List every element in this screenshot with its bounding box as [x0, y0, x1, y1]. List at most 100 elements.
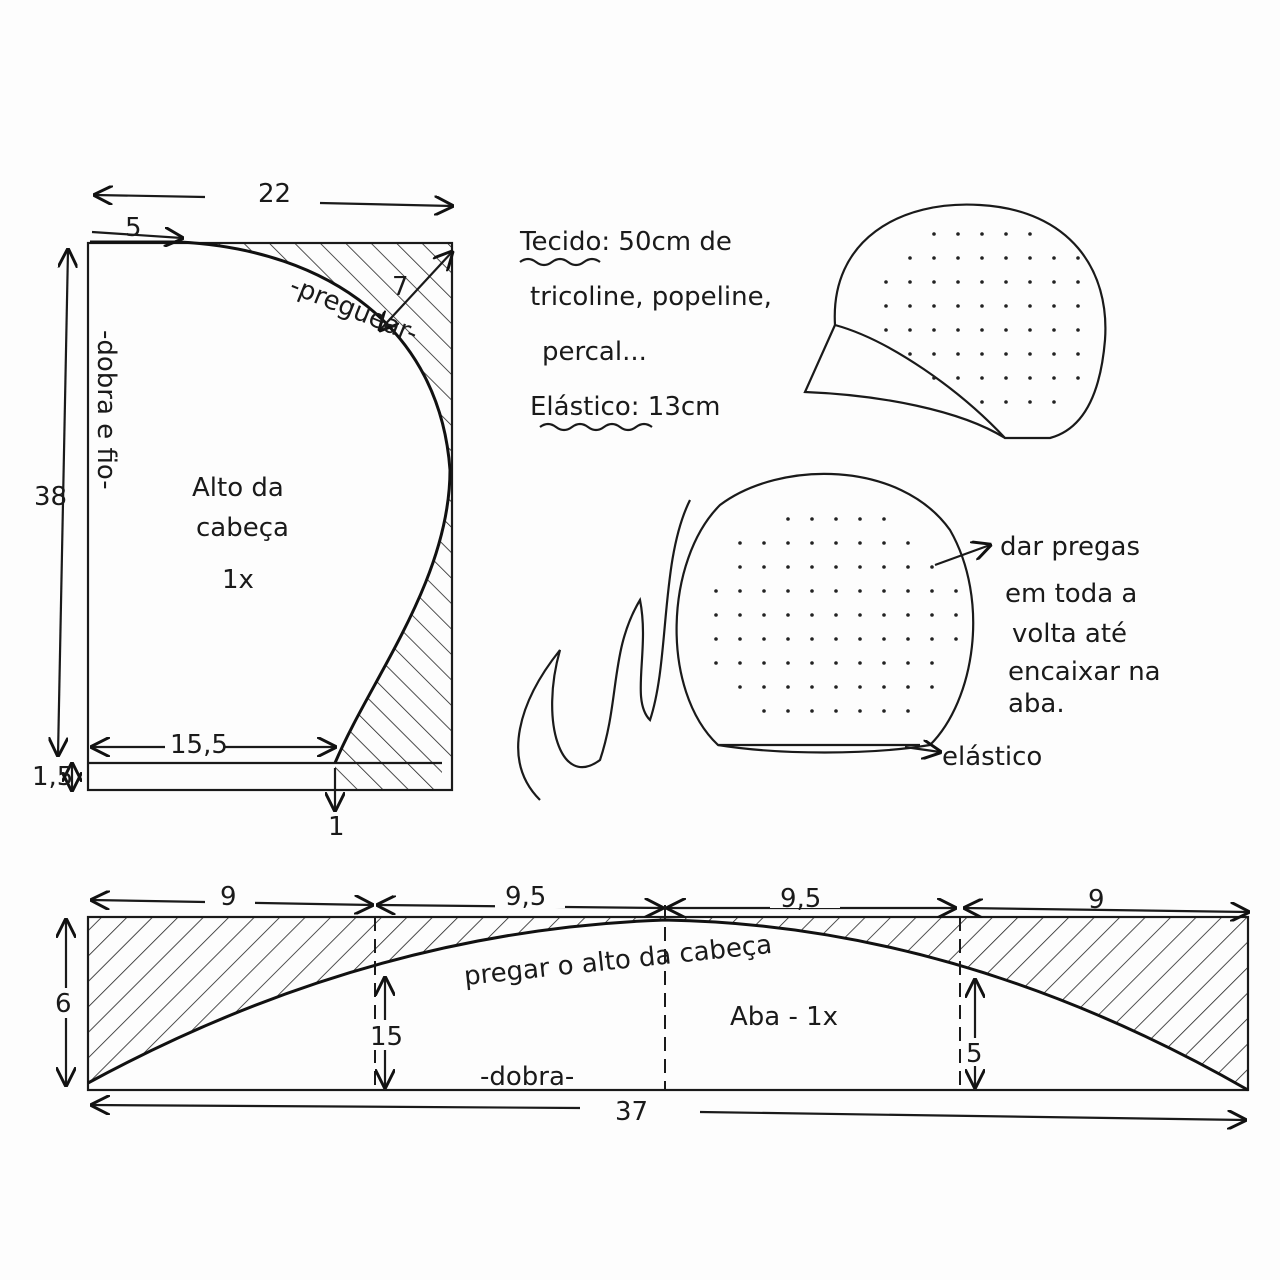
fabric-dot — [1076, 376, 1080, 380]
pleats-note-line4: encaixar na — [1008, 657, 1161, 687]
fabric-dot — [858, 517, 862, 521]
fabric-dot — [882, 709, 886, 713]
pleats-arrow — [934, 545, 990, 567]
brim-hatched-area — [88, 917, 1248, 1090]
fabric-dot — [786, 541, 790, 545]
fabric-dot — [810, 613, 814, 617]
crown-quantity: 1x — [222, 565, 254, 595]
fabric-dot — [884, 328, 888, 332]
fabric-dot — [1004, 328, 1008, 332]
fabric-dot — [882, 541, 886, 545]
fabric-dot — [908, 304, 912, 308]
fabric-dot — [1052, 256, 1056, 260]
pleats-note-line1: dar pregas — [1000, 532, 1140, 562]
fabric-dot — [956, 376, 960, 380]
fabric-dot — [906, 565, 910, 569]
fabric-dot — [956, 328, 960, 332]
fabric-dot — [932, 328, 936, 332]
fabric-dot — [932, 304, 936, 308]
fabric-dot — [1028, 400, 1032, 404]
fabric-dot — [858, 613, 862, 617]
crown-title-line2: cabeça — [196, 513, 289, 543]
materials-notes: Tecido: 50cm de tricoline, popeline, per… — [519, 227, 772, 432]
crown-title-line1: Alto da — [192, 473, 284, 503]
fabric-dot — [930, 613, 934, 617]
fabric-dot — [906, 637, 910, 641]
cap-brim — [803, 324, 1006, 439]
pleats-note-line5: aba. — [1008, 689, 1065, 719]
fabric-dot — [1028, 304, 1032, 308]
fabric-dot — [738, 661, 742, 665]
fabric-dot — [906, 685, 910, 689]
fabric-dot — [1052, 304, 1056, 308]
fabric-dot — [834, 541, 838, 545]
fabric-dot — [834, 661, 838, 665]
total-width-arrow-right — [699, 1112, 1245, 1120]
curve-depth-label: 7 — [392, 272, 409, 302]
fabric-dot — [738, 613, 742, 617]
fabric-dot — [980, 232, 984, 236]
fabric-dot — [762, 637, 766, 641]
fabric-dot — [762, 661, 766, 665]
crown-strip-hatched-area — [335, 763, 442, 790]
fabric-dot — [956, 352, 960, 356]
fabric-label: Tecido: 50cm de — [519, 227, 732, 257]
bottom-width-label: 15,5 — [170, 730, 228, 760]
fabric-dot — [882, 685, 886, 689]
fabric-dot — [738, 541, 742, 545]
fabric-line3: percal... — [542, 337, 647, 367]
fabric-dot — [858, 685, 862, 689]
fabric-dot — [956, 280, 960, 284]
fabric-dot — [738, 565, 742, 569]
fabric-dot — [954, 637, 958, 641]
cap-dots — [884, 232, 1080, 404]
left-inner-height-label: 15 — [370, 1022, 403, 1052]
fabric-dot — [786, 637, 790, 641]
fabric-dot — [1004, 304, 1008, 308]
fabric-dot — [956, 304, 960, 308]
total-width-arrow-left — [92, 1105, 581, 1108]
curve-depth-arrow — [380, 252, 452, 330]
fabric-dot — [786, 589, 790, 593]
fabric-dot — [906, 709, 910, 713]
fabric-dot — [810, 541, 814, 545]
fabric-dot — [810, 661, 814, 665]
fabric-dot — [882, 613, 886, 617]
fabric-dot — [932, 280, 936, 284]
seg1-label: 9 — [220, 882, 237, 912]
fabric-dot — [980, 400, 984, 404]
fabric-dot — [908, 280, 912, 284]
fabric-dot — [906, 541, 910, 545]
brim-cut-curve — [87, 918, 1249, 1092]
fabric-dot — [1004, 400, 1008, 404]
fabric-dot — [884, 304, 888, 308]
crown-width-label: 22 — [258, 179, 291, 209]
crown-outline — [86, 241, 454, 792]
fabric-dot — [882, 565, 886, 569]
fabric-dot — [930, 661, 934, 665]
fabric-dot — [932, 256, 936, 260]
fabric-dot — [738, 589, 742, 593]
fabric-dot — [834, 709, 838, 713]
fabric-underline — [519, 257, 601, 267]
pleats-note-line2: em toda a — [1005, 579, 1137, 609]
fabric-dot — [1052, 328, 1056, 332]
fabric-dot — [930, 589, 934, 593]
fabric-dot — [762, 709, 766, 713]
top-offset-label: 5 — [125, 213, 142, 243]
fabric-dot — [786, 661, 790, 665]
fabric-dot — [906, 613, 910, 617]
fabric-dot — [954, 613, 958, 617]
elastic-arrow — [904, 747, 940, 752]
fabric-dot — [956, 232, 960, 236]
fabric-dot — [956, 256, 960, 260]
fabric-dot — [906, 661, 910, 665]
right-inner-height-label: 5 — [966, 1039, 983, 1069]
fabric-dot — [1076, 328, 1080, 332]
fabric-dot — [1004, 280, 1008, 284]
fabric-dot — [980, 304, 984, 308]
fabric-dot — [714, 613, 718, 617]
fabric-dot — [930, 685, 934, 689]
fabric-dot — [980, 256, 984, 260]
fabric-dot — [882, 637, 886, 641]
